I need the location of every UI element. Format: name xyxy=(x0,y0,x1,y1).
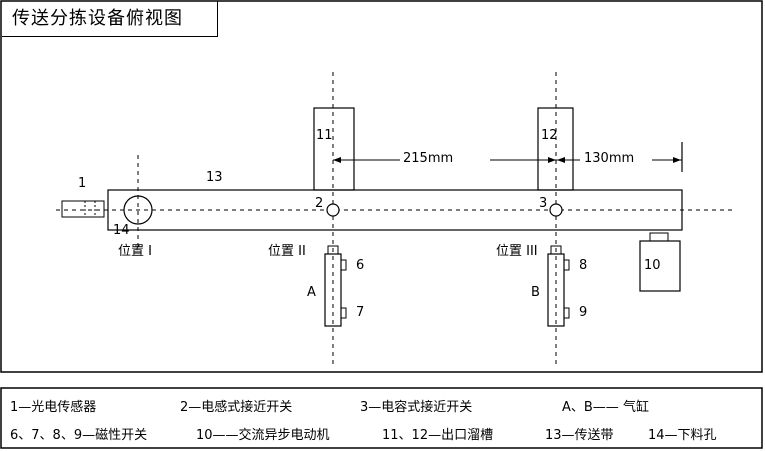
label-3: 3 xyxy=(539,196,548,211)
label-position-1: 位置 I xyxy=(118,244,152,259)
label-a: A xyxy=(307,285,316,300)
magnetic-switch-8 xyxy=(563,259,570,271)
legend-item-conveyor: 13—传送带 xyxy=(545,428,614,443)
cylinder-b xyxy=(547,253,565,327)
legend-frame xyxy=(0,387,763,449)
label-position-2: 位置 II xyxy=(268,244,306,259)
legend-item-drop-hole: 14—下料孔 xyxy=(648,428,717,443)
magnetic-switch-6 xyxy=(340,259,347,271)
label-11: 11 xyxy=(316,128,333,143)
motor-shaft xyxy=(649,232,669,242)
label-dimension-215: 215mm xyxy=(403,151,454,166)
label-10: 10 xyxy=(644,258,661,273)
label-14: 14 xyxy=(113,223,130,238)
label-b: B xyxy=(531,285,540,300)
label-1: 1 xyxy=(78,176,87,191)
legend-item-motor: 10——交流异步电动机 xyxy=(196,428,330,443)
legend-item-chutes: 11、12—出口溜槽 xyxy=(382,428,494,443)
label-6: 6 xyxy=(356,258,365,273)
legend-item-1: 1—光电传感器 xyxy=(10,400,97,415)
chute-11 xyxy=(313,107,355,191)
legend-item-magnetic-switches: 6、7、8、9—磁性开关 xyxy=(10,428,148,443)
label-7: 7 xyxy=(356,305,365,320)
diagram-frame xyxy=(0,0,763,373)
legend-item-2: 2—电感式接近开关 xyxy=(180,400,293,415)
legend-item-3: 3—电容式接近开关 xyxy=(360,400,473,415)
label-9: 9 xyxy=(579,305,588,320)
label-12: 12 xyxy=(541,128,558,143)
label-8: 8 xyxy=(579,258,588,273)
label-position-3: 位置 III xyxy=(496,244,538,259)
magnetic-switch-9 xyxy=(563,307,570,319)
label-dimension-130: 130mm xyxy=(584,151,635,166)
cylinder-a xyxy=(324,253,342,327)
photoelectric-sensor xyxy=(61,200,105,218)
ac-motor xyxy=(639,240,681,292)
magnetic-switch-7 xyxy=(340,307,347,319)
label-2: 2 xyxy=(315,196,324,211)
legend-item-cylinders: A、B—— 气缸 xyxy=(562,400,649,415)
capacitive-proximity-switch xyxy=(549,203,563,217)
label-13: 13 xyxy=(206,170,223,185)
inductive-proximity-switch xyxy=(326,203,340,217)
page-title: 传送分拣设备俯视图 xyxy=(2,1,218,37)
